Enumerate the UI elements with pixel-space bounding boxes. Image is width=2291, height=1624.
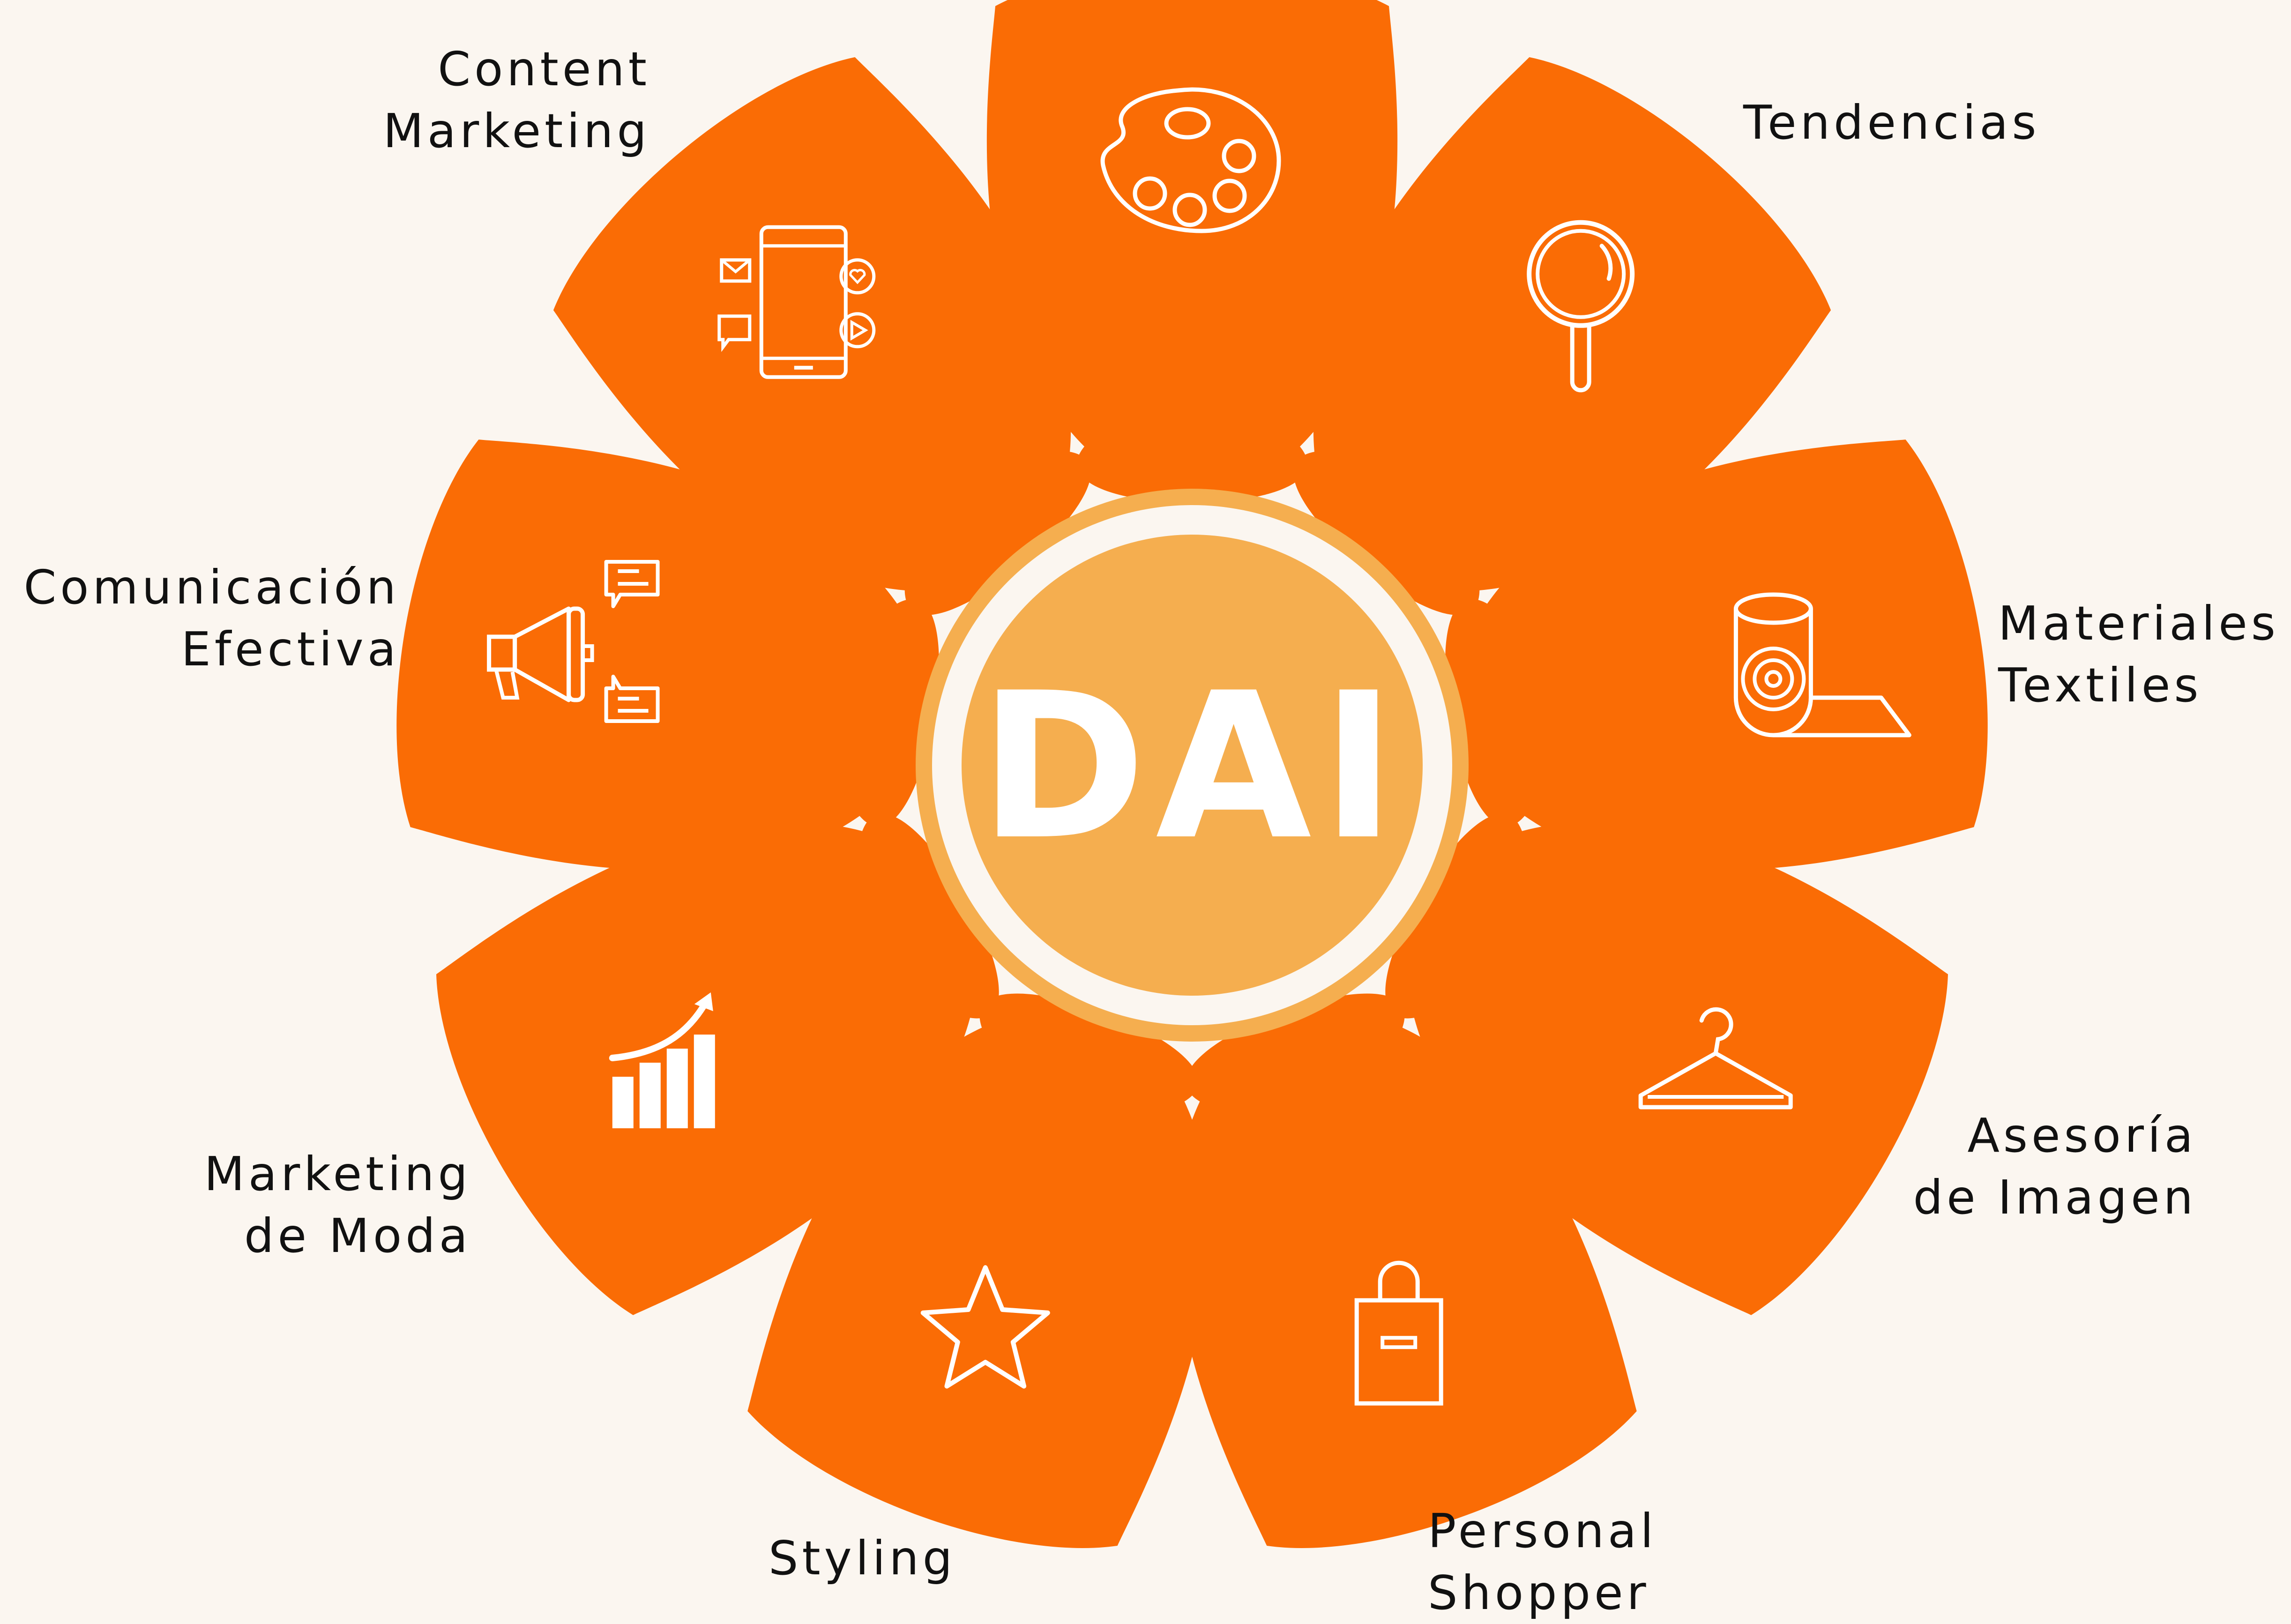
label-line: Asesoría [1967, 1108, 2197, 1163]
label-content-marketing: Content Marketing [383, 38, 650, 162]
label-marketing-moda: Marketing de Moda [204, 1143, 471, 1267]
label-styling: Styling [769, 1527, 956, 1589]
label-personal-shopper: Personal Shopper [1428, 1500, 1657, 1624]
star-icon [920, 1265, 1050, 1389]
growth-chart-icon [609, 992, 715, 1128]
label-line: Styling [769, 1531, 956, 1586]
label-line: de Moda [244, 1208, 471, 1263]
label-line: Materiales [1998, 596, 2279, 651]
smartphone-icon [717, 225, 876, 379]
center-title: DAI [979, 650, 1405, 884]
icons-group [487, 87, 1911, 1406]
label-line: Efectiva [181, 622, 400, 677]
shopping-bag-icon [1354, 1260, 1443, 1406]
label-line: de Imagen [1913, 1170, 2197, 1225]
label-line: Personal [1428, 1504, 1657, 1558]
megaphone-icon [487, 560, 660, 723]
label-line: Textiles [1998, 658, 2202, 713]
center-hub: DAI [916, 489, 1469, 1042]
petal-mkt-moda [436, 813, 999, 1315]
hanger-icon [1638, 1007, 1793, 1110]
fabric-roll-icon [1733, 592, 1911, 738]
label-line: Tendencias [1743, 95, 2040, 150]
center-disc [962, 535, 1423, 996]
label-line: Comunicación [23, 560, 400, 615]
petal-asesoria [1385, 813, 1948, 1315]
petal-personal [1173, 993, 1637, 1548]
label-tendencias: Tendencias [1743, 92, 2040, 154]
label-materiales-textiles: Materiales Textiles [1998, 593, 2279, 716]
label-comunicacion: Comunicación Efectiva [23, 557, 400, 680]
petals-group [396, 0, 1988, 1548]
label-line: Marketing [204, 1147, 471, 1201]
label-line: Shopper [1428, 1565, 1650, 1620]
petal-materiales [1445, 440, 1988, 870]
magnifier-icon [1527, 220, 1635, 393]
label-asesoria: Asesoría de Imagen [1913, 1105, 2197, 1229]
palette-icon [1100, 87, 1281, 233]
label-line: Marketing [383, 104, 650, 158]
petal-content [553, 57, 1091, 615]
petal-tendencias-top [986, 0, 1398, 503]
label-line: Content [438, 42, 650, 97]
